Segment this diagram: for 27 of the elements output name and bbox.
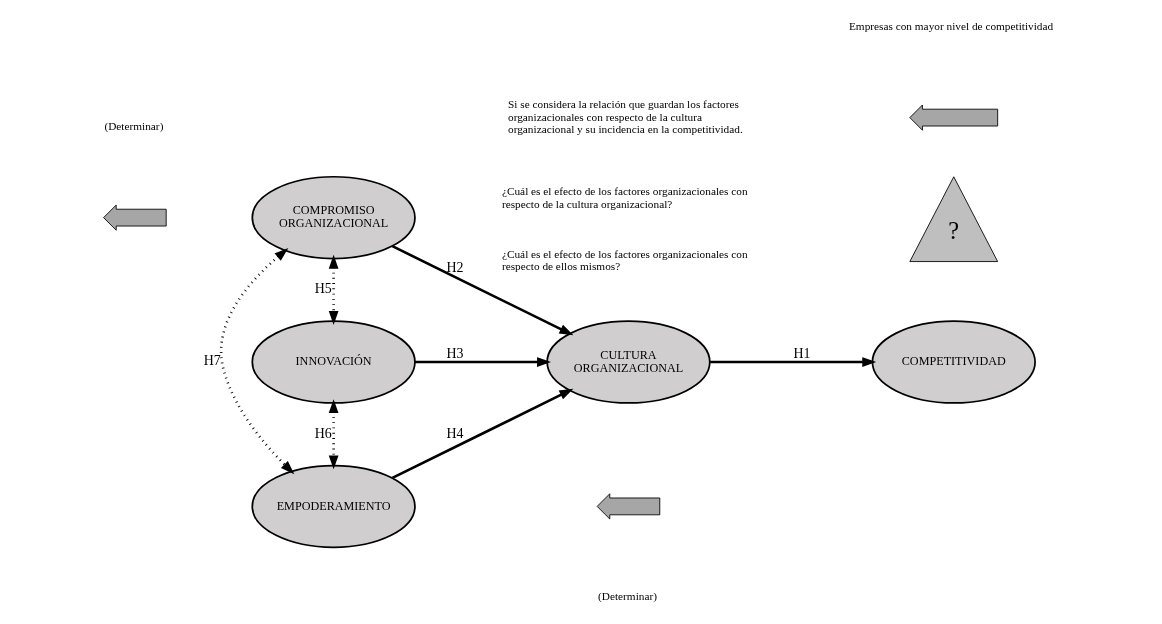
label: (Determinar) — [103, 120, 163, 133]
arrow — [219, 248, 294, 475]
edge-label: H5 — [314, 281, 332, 297]
arrow — [414, 357, 551, 367]
node-arrow — [102, 204, 167, 231]
label: Empresas con mayor nivel de competitividad — [848, 20, 1053, 33]
label: ¿Cuál es el efecto de los factores organizacionales con respecto de ellos mismos? — [501, 247, 748, 273]
edge-label: H6 — [314, 425, 332, 441]
label: Si se considera la relación que guardan los factores organizacionales con respecto de la cultura organizacional y su incidencia en la competitividad. — [507, 98, 743, 135]
node-arrow — [596, 493, 660, 520]
edge-label: H2 — [445, 260, 463, 276]
arrow — [391, 388, 573, 480]
arrow — [391, 245, 573, 336]
node-arrow — [908, 104, 998, 131]
node-ellipse: EMPODERAMIENTO — [250, 464, 416, 549]
node-ellipse: CULTURA ORGANIZACIONAL — [545, 320, 711, 404]
node-ellipse: INNOVACIÓN — [250, 320, 416, 404]
node-ellipse: COMPETITIVIDAD — [871, 320, 1036, 404]
edge-label: H1 — [792, 345, 810, 361]
label: ¿Cuál es el efecto de los factores organizacionales con respecto de la cultura organizacional? — [501, 185, 748, 210]
edge-label: H3 — [445, 345, 463, 361]
arrow — [328, 399, 338, 470]
arrow — [328, 254, 338, 325]
label: (Determinar) — [597, 589, 657, 602]
edge-label: H7 — [203, 353, 221, 369]
arrow — [709, 357, 876, 367]
edge-label: H4 — [445, 425, 463, 441]
